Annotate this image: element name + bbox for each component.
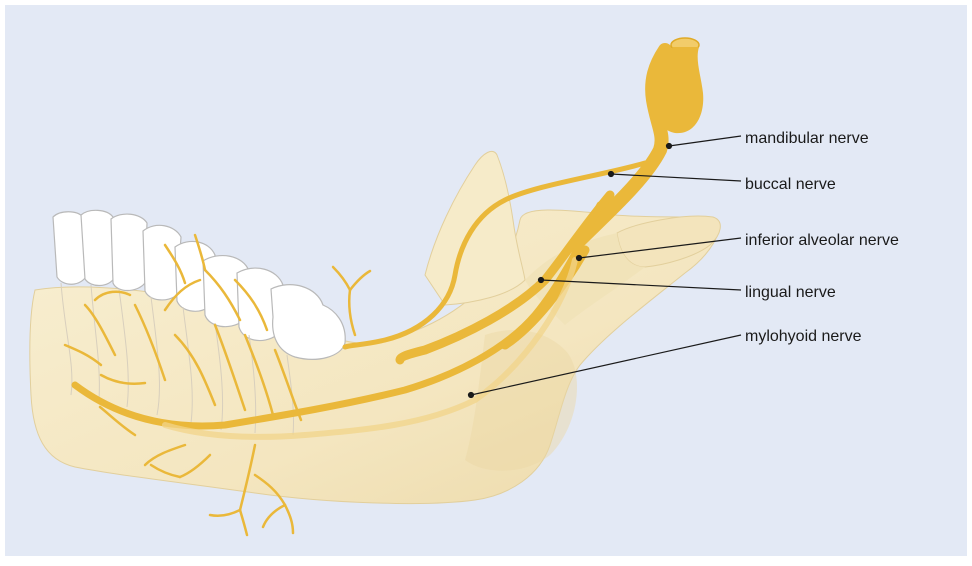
tooth-2 (81, 210, 115, 285)
label-lingual-nerve: lingual nerve (745, 284, 836, 302)
mental-branch-2 (210, 510, 240, 516)
mental-branch-6 (263, 505, 285, 527)
mental-branch-5 (285, 505, 293, 533)
buccal-branch-2 (333, 267, 350, 290)
buccal-branch-3 (350, 271, 370, 290)
leader-inferior-alveolar-dot (577, 256, 582, 261)
mandible-illustration (5, 5, 967, 556)
leader-mandibular-dot (667, 144, 672, 149)
mental-branch-3 (240, 510, 247, 535)
leader-buccal-dot (609, 172, 614, 177)
label-mylohyoid-nerve: mylohyoid nerve (745, 328, 862, 346)
buccal-branch-1 (349, 290, 355, 335)
tooth-8 (271, 285, 345, 360)
label-buccal-nerve: buccal nerve (745, 176, 836, 194)
tooth-3 (111, 214, 147, 290)
diagram-figure: mandibular nerve buccal nerve inferior a… (5, 5, 967, 556)
label-mandibular-nerve: mandibular nerve (745, 130, 869, 148)
leader-mylohyoid-dot (469, 393, 474, 398)
label-inferior-alveolar-nerve: inferior alveolar nerve (745, 232, 899, 250)
leader-lingual-dot (539, 278, 544, 283)
leader-mandibular (669, 136, 741, 146)
